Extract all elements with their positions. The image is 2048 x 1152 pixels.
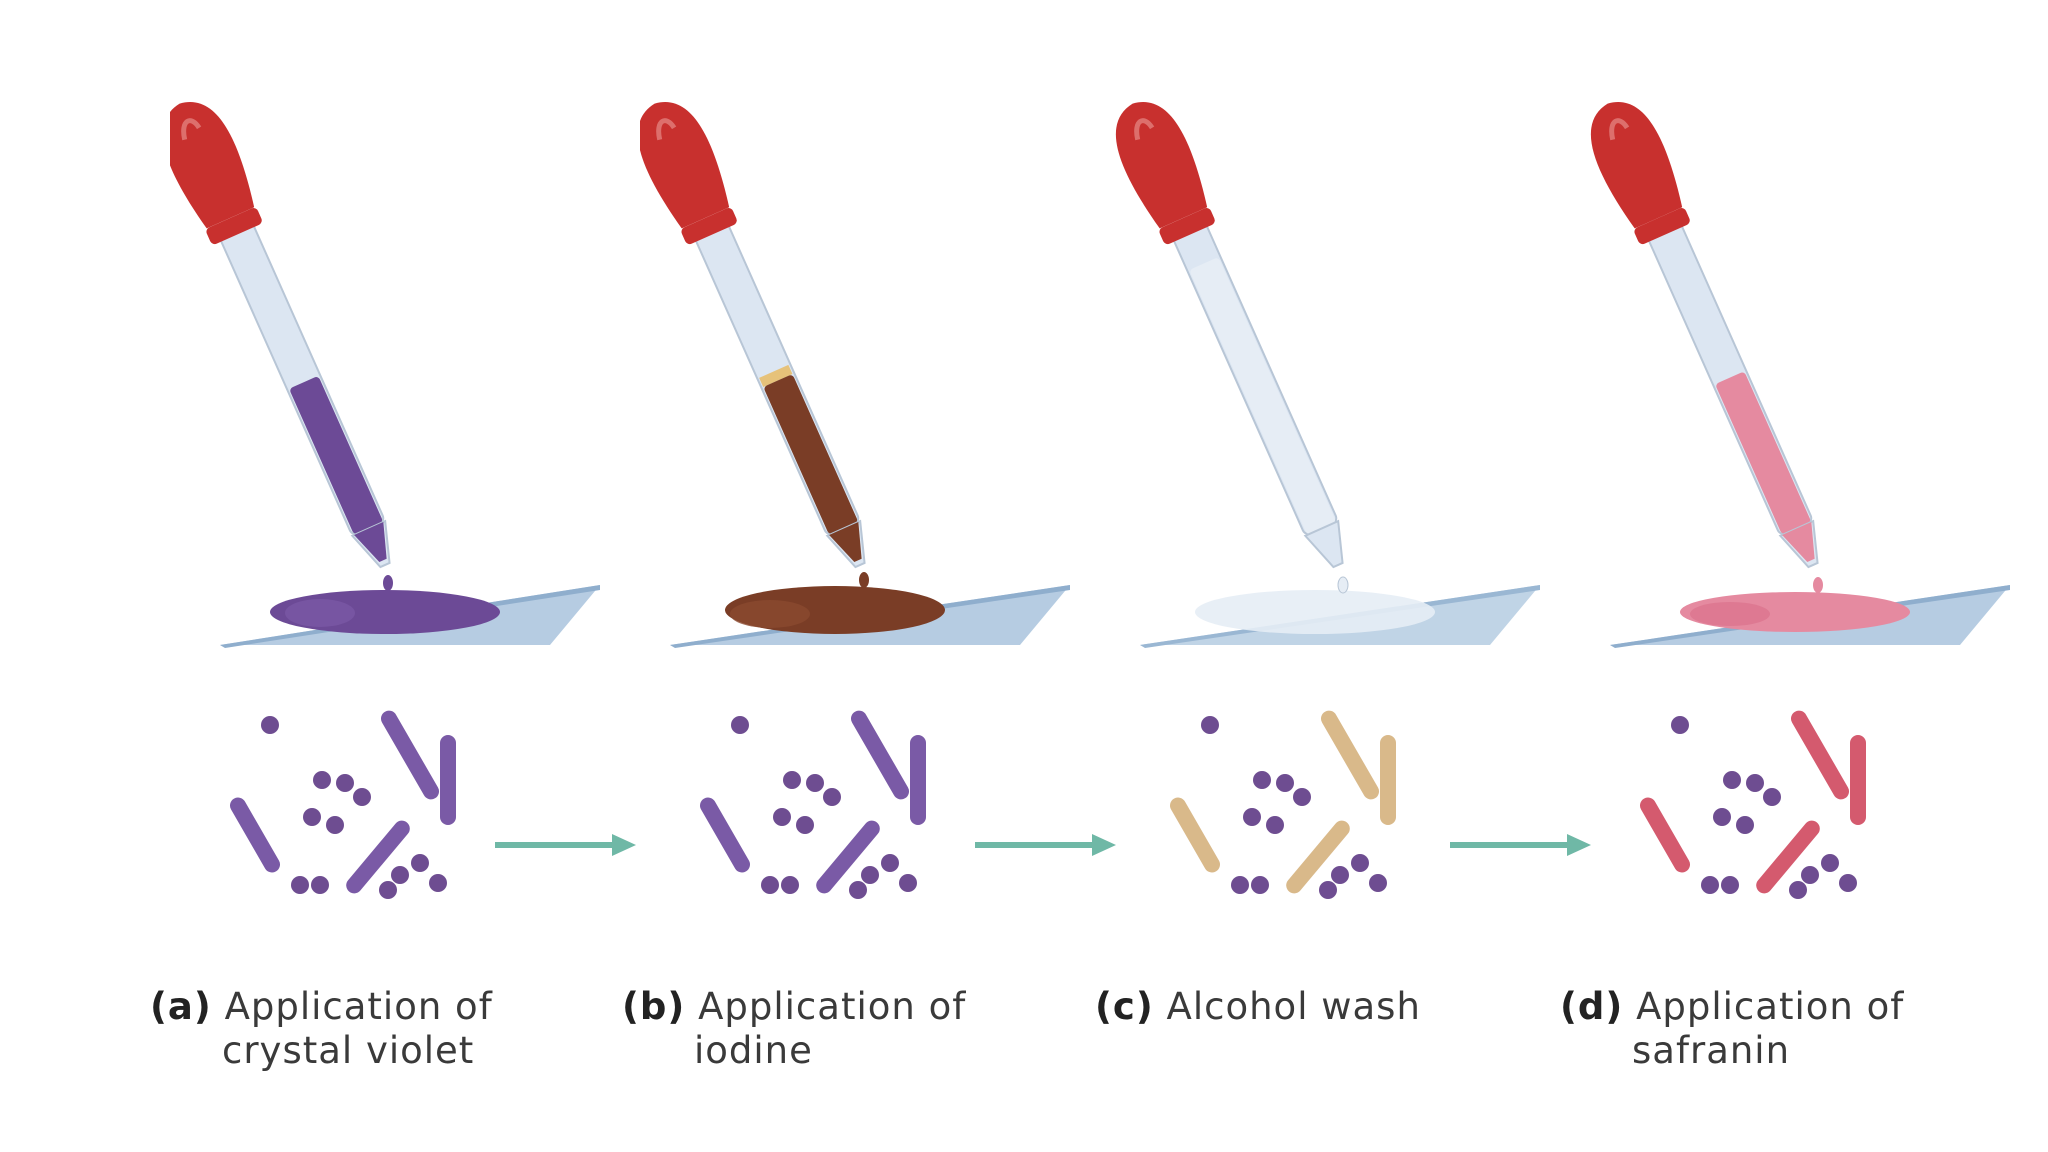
dropper-bulb <box>1115 102 1208 229</box>
caption-letter: (d) <box>1560 985 1624 1028</box>
rod-bacterium <box>1321 710 1379 800</box>
caption-d: (d) Application of safranin <box>1560 985 1904 1073</box>
dropper-bulb <box>1590 102 1683 229</box>
dropper-and-slide-a <box>170 102 600 648</box>
rod-bacterium <box>1850 735 1866 825</box>
rod-bacterium <box>381 710 439 800</box>
bacteria-field-c <box>1170 710 1396 899</box>
caption-c: (c) Alcohol wash <box>1095 985 1421 1029</box>
rod-bacterium <box>1170 797 1220 873</box>
coccus-cluster <box>1671 716 1857 899</box>
step-iodine <box>640 0 1110 1152</box>
step-crystal-violet <box>170 0 640 1152</box>
caption-line1: Application of <box>1636 985 1905 1028</box>
drop <box>1337 576 1349 594</box>
dropper-and-slide-d <box>1590 102 2010 648</box>
reagent-fill <box>290 377 383 534</box>
caption-line2: iodine <box>694 1029 813 1072</box>
rod-bacterium <box>1286 820 1350 894</box>
dropper <box>640 102 866 569</box>
glass-slide <box>200 585 600 645</box>
dropper-bulb <box>640 102 730 229</box>
rod-bacterium <box>1756 820 1820 894</box>
rod-bacterium <box>346 820 410 894</box>
dropper-collar <box>206 208 262 245</box>
caption-line2: safranin <box>1632 1029 1791 1072</box>
reagent-fill <box>1716 372 1811 534</box>
dropper-collar <box>681 208 737 245</box>
drop <box>859 572 869 588</box>
caption-line1: Alcohol wash <box>1166 985 1421 1028</box>
caption-a: (a) Application of crystal violet <box>150 985 493 1073</box>
arrow-right-icon <box>1450 834 1591 856</box>
rod-bacterium <box>851 710 909 800</box>
rod-bacterium <box>1380 735 1396 825</box>
caption-letter: (c) <box>1095 985 1154 1028</box>
step-safranin <box>1580 0 2048 1152</box>
reagent-fill <box>1190 258 1336 534</box>
rod-bacterium <box>816 820 880 894</box>
rod-bacterium <box>1640 797 1690 873</box>
arrow-right-icon <box>975 834 1116 856</box>
rod-bacterium <box>1791 710 1849 800</box>
arrow-right-icon <box>495 834 636 856</box>
coccus-cluster <box>731 716 917 899</box>
bacteria-field-b <box>700 710 926 899</box>
rod-bacterium <box>910 735 926 825</box>
coccus-cluster <box>261 716 447 899</box>
caption-line1: Application of <box>698 985 967 1028</box>
bacteria-field-d <box>1640 710 1866 899</box>
rod-bacterium <box>700 797 750 873</box>
dropper-and-slide-c <box>1115 102 1540 648</box>
bacteria-field-a <box>230 710 456 899</box>
caption-line1: Application of <box>224 985 493 1028</box>
dropper-collar <box>1159 208 1215 245</box>
caption-letter: (a) <box>150 985 212 1028</box>
stain-puddle <box>1195 590 1435 634</box>
caption-letter: (b) <box>622 985 686 1028</box>
step-alcohol-wash <box>1110 0 1580 1152</box>
rod-bacterium <box>440 735 456 825</box>
caption-line2: crystal violet <box>222 1029 475 1072</box>
rod-bacterium <box>230 797 280 873</box>
dropper <box>170 102 391 569</box>
reagent-fill <box>764 375 858 534</box>
drop <box>1813 577 1823 593</box>
drop <box>383 575 393 591</box>
dropper-and-slide-b <box>640 102 1070 648</box>
caption-b: (b) Application of iodine <box>622 985 966 1073</box>
dropper <box>1115 102 1344 569</box>
dropper <box>1590 102 1819 569</box>
dropper-collar <box>1634 208 1690 245</box>
coccus-cluster <box>1201 716 1387 899</box>
